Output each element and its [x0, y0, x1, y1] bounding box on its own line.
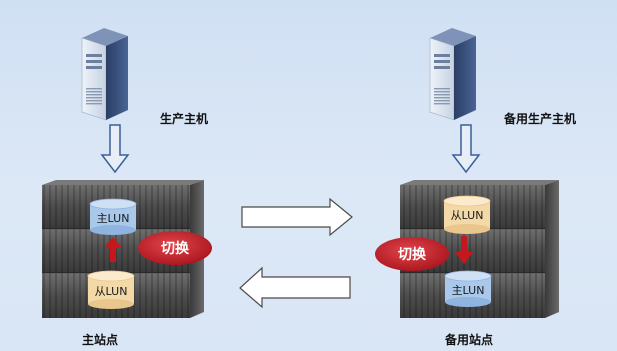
primary-host-link-arrow	[100, 124, 130, 174]
primary-switch-label: 切换	[161, 240, 190, 257]
backup-site-label: 备用站点	[445, 333, 494, 347]
backup-switch-arrow-down-icon	[455, 236, 473, 264]
primary-upper-lun-cylinder-icon: 主LUN	[89, 198, 137, 235]
primary-host-label: 生产主机	[160, 112, 209, 126]
backup-lower-lun-cylinder-icon: 主LUN	[444, 270, 492, 307]
primary-upper-lun-label: 主LUN	[97, 212, 130, 225]
backup-host-link-arrow	[451, 124, 481, 174]
backup-host-label: 备用生产主机	[504, 112, 577, 126]
backup-host-server-icon	[429, 28, 476, 121]
backup-upper-lun-cylinder-icon: 从LUN	[443, 195, 491, 234]
backup-switch-label: 切换	[398, 246, 427, 263]
primary-lower-lun-label: 从LUN	[95, 285, 128, 298]
replication-arrow-right	[241, 197, 353, 237]
backup-upper-lun-label: 从LUN	[451, 209, 484, 222]
backup-lower-lun-label: 主LUN	[452, 284, 485, 297]
primary-switch-arrow-up-icon	[104, 237, 122, 262]
primary-switch-badge: 切换	[138, 231, 212, 265]
primary-lower-lun-cylinder-icon: 从LUN	[87, 270, 135, 309]
primary-host-server-icon	[81, 28, 128, 121]
primary-site-label: 主站点	[82, 333, 119, 347]
replication-arrow-left	[239, 266, 351, 309]
backup-switch-badge: 切换	[375, 237, 449, 271]
